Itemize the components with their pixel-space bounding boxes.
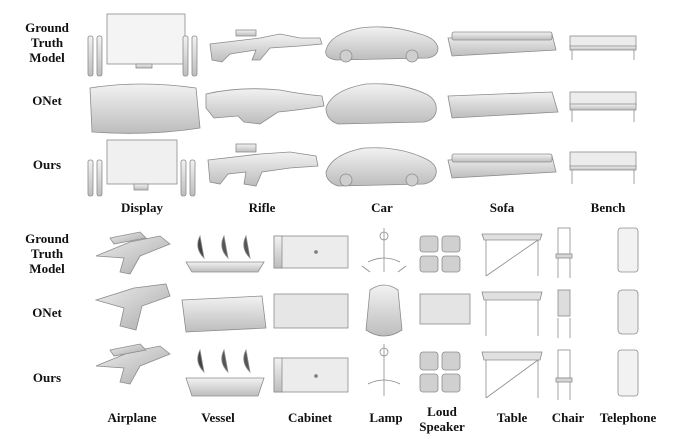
onet-airplane bbox=[94, 283, 171, 331]
gt-chair bbox=[555, 227, 573, 278]
gt-table bbox=[481, 233, 543, 277]
ours-table bbox=[481, 351, 543, 399]
col-label-telephone: Telephone bbox=[599, 410, 657, 425]
gt-bench bbox=[569, 35, 637, 60]
col-label-rifle: Rifle bbox=[248, 200, 276, 215]
bottom-row-label-onet: ONet bbox=[32, 305, 62, 320]
col-label-airplane: Airplane bbox=[107, 410, 157, 425]
ours-bench bbox=[569, 151, 637, 184]
ours-rifle bbox=[207, 143, 319, 187]
col-label-cabinet: Cabinet bbox=[287, 410, 333, 425]
ours-lamp bbox=[367, 344, 401, 396]
col-label-lamp: Lamp bbox=[369, 410, 403, 425]
onet-rifle bbox=[205, 88, 325, 125]
onet-display bbox=[89, 83, 201, 134]
col-label-bench: Bench bbox=[590, 200, 626, 215]
onet-telephone bbox=[617, 289, 639, 335]
ours-chair bbox=[555, 349, 573, 400]
onet-cabinet bbox=[273, 293, 349, 329]
col-label-table: Table bbox=[496, 410, 528, 425]
ours-cabinet bbox=[273, 357, 349, 393]
ours-loud-speaker bbox=[419, 351, 461, 393]
col-label-loud-speaker: Loud Speaker bbox=[419, 404, 465, 434]
gt-rifle bbox=[209, 29, 323, 63]
onet-chair bbox=[557, 289, 571, 338]
ours-car bbox=[325, 147, 437, 187]
gt-lamp bbox=[361, 228, 407, 273]
bottom-row-label-ground-truth: Ground Truth Model bbox=[25, 231, 69, 276]
gt-loud-speaker bbox=[419, 235, 461, 273]
col-label-chair: Chair bbox=[551, 410, 585, 425]
ours-display bbox=[87, 139, 196, 197]
gt-vessel bbox=[185, 234, 265, 273]
gt-car bbox=[325, 26, 439, 63]
onet-vessel bbox=[181, 295, 267, 333]
ours-sofa bbox=[447, 153, 557, 179]
gt-airplane bbox=[95, 231, 171, 275]
col-label-vessel: Vessel bbox=[201, 410, 235, 425]
ours-airplane bbox=[95, 343, 171, 385]
top-row-label-ours: Ours bbox=[32, 157, 62, 172]
gt-telephone bbox=[617, 227, 639, 273]
onet-bench bbox=[569, 91, 637, 122]
onet-loud-speaker bbox=[419, 293, 471, 325]
col-label-sofa: Sofa bbox=[489, 200, 515, 215]
onet-lamp bbox=[365, 284, 403, 337]
onet-car bbox=[325, 83, 437, 125]
ours-vessel bbox=[185, 348, 265, 397]
gt-cabinet bbox=[273, 235, 349, 269]
ours-telephone bbox=[617, 349, 639, 397]
col-label-display: Display bbox=[121, 200, 163, 215]
bottom-row-label-ours: Ours bbox=[32, 370, 62, 385]
gt-display bbox=[87, 13, 198, 77]
gt-sofa bbox=[447, 31, 557, 57]
col-label-car: Car bbox=[371, 200, 393, 215]
top-row-label-ground-truth: Ground Truth Model bbox=[25, 20, 69, 65]
top-row-label-onet: ONet bbox=[32, 93, 62, 108]
onet-table bbox=[481, 291, 543, 336]
onet-sofa bbox=[447, 91, 559, 119]
